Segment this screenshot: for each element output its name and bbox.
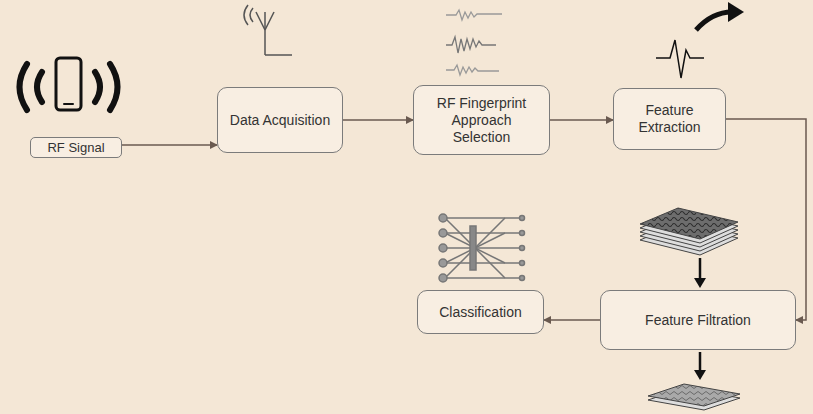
pulse-icon — [656, 2, 744, 78]
flow-arrow — [343, 119, 413, 121]
process-box: Classification — [417, 290, 544, 334]
box-label: RF Fingerprint Approach Selection — [422, 95, 541, 146]
feature-stack-icon — [640, 208, 738, 255]
flow-arrow — [550, 119, 613, 121]
antenna-icon — [244, 5, 292, 55]
waveform-icon — [446, 10, 502, 75]
box-label: Data Acquisition — [230, 112, 330, 129]
box-label: Classification — [439, 304, 521, 321]
process-box: RF Fingerprint Approach Selection — [413, 85, 550, 155]
neural-net-icon — [439, 214, 525, 282]
flow-arrow — [544, 319, 600, 321]
box-label: RF Signal — [47, 140, 104, 155]
flow-arrow — [122, 144, 217, 146]
signal-box: RF Signal — [30, 137, 122, 158]
filtered-stack-icon — [648, 384, 740, 410]
phone-icon — [20, 58, 118, 110]
process-box: Feature Filtration — [600, 290, 796, 350]
process-box: Data Acquisition — [217, 87, 343, 153]
process-box: Feature Extraction — [613, 88, 726, 150]
box-label: Feature Filtration — [645, 312, 751, 329]
box-label: Feature Extraction — [622, 102, 717, 136]
